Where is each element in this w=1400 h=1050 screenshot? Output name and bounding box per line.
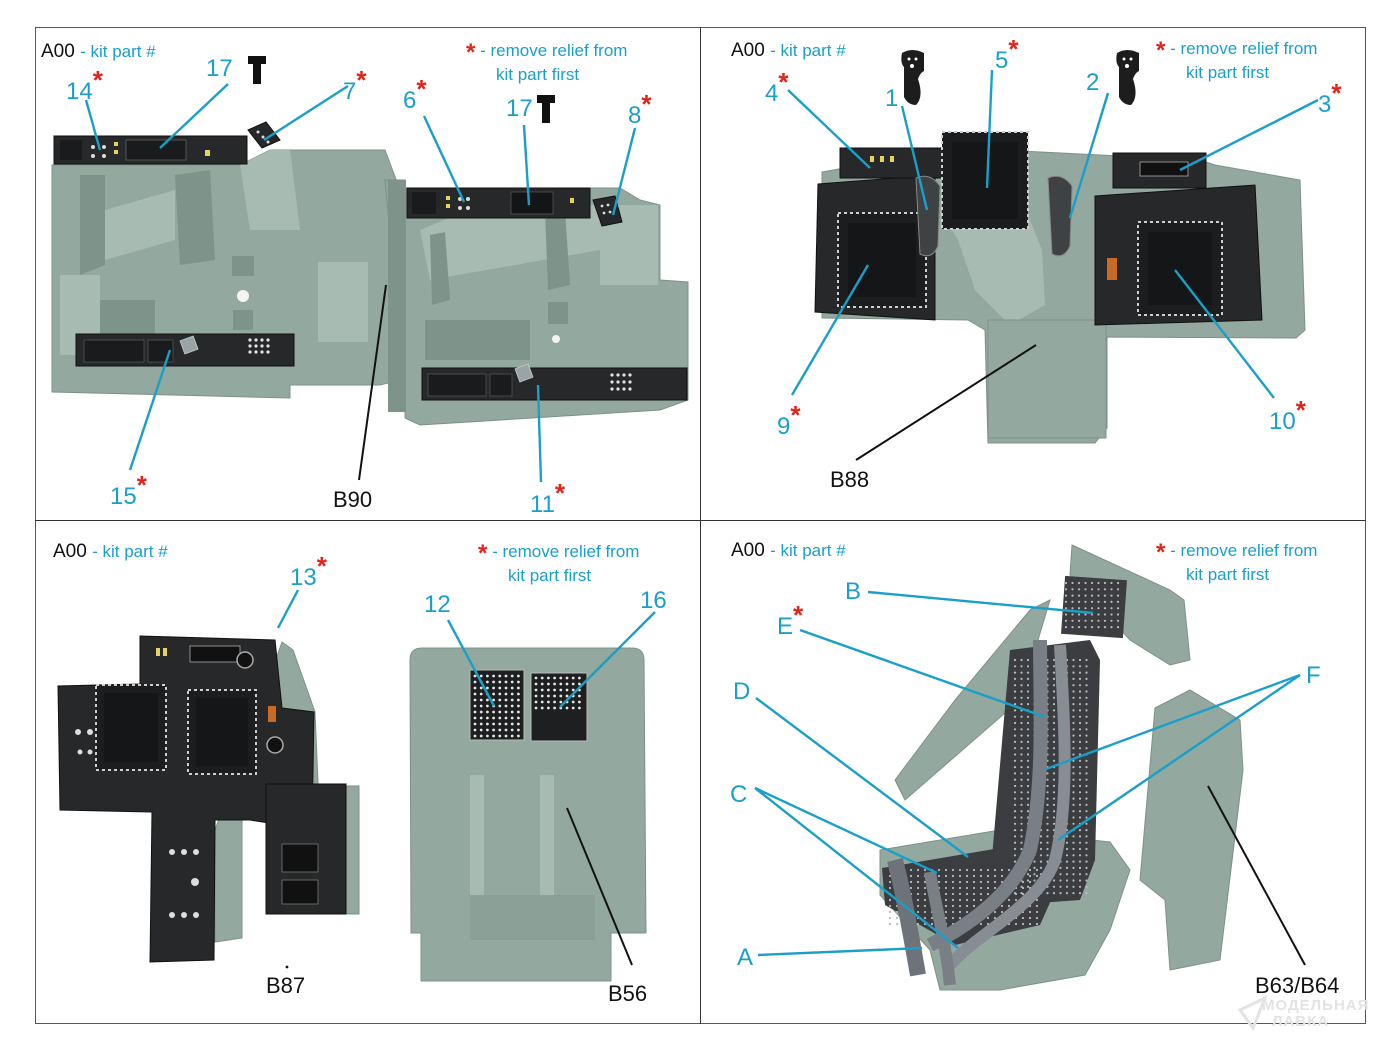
legend-kit-text: - kit part # [80, 42, 156, 61]
legend-relief-line2: kit part first [496, 65, 580, 84]
legend-relief-line1: - remove relief from [492, 542, 640, 561]
callout-5: 5* [995, 34, 1019, 74]
legend-relief-note: * - remove relief from kit part first [478, 541, 639, 587]
callout-17: 17 [506, 95, 533, 122]
star-icon: * [1156, 539, 1166, 566]
part-label-b90: B90 [333, 487, 373, 512]
callout-16: 16 [640, 587, 667, 614]
star-icon: * [641, 89, 652, 119]
watermark-line1: МОДЕЛЬНАЯ [1262, 997, 1370, 1014]
watermark-line2: ЛАВКА [1272, 1013, 1330, 1030]
callout-13: 13* [290, 551, 327, 591]
callout-c: C [730, 781, 748, 808]
legend-kit-text: - kit part # [770, 41, 846, 60]
legend-relief-note: * - remove relief from kit part first [1156, 38, 1317, 84]
star-icon: * [778, 67, 789, 97]
star-icon: * [1331, 78, 1342, 108]
part-label-b87: B87 [266, 973, 306, 998]
star-icon: * [466, 39, 476, 66]
legend-kit-part: A00 - kit part # [731, 41, 846, 60]
legend-relief-line1: - remove relief from [1170, 541, 1318, 560]
callout-6: 6* [403, 74, 427, 114]
star-icon: * [1295, 395, 1306, 425]
callout-1: 1 [885, 85, 899, 112]
callout-10: 10* [1269, 395, 1306, 435]
horizontal-divider [35, 520, 1366, 521]
callout-9: 9* [777, 400, 801, 440]
legend-kit-prefix: A00 [41, 41, 75, 62]
part-label-b63-b64: B63/B64 [1255, 973, 1340, 998]
callout-17: 17 [206, 55, 233, 82]
legend-relief-line2: kit part first [1186, 63, 1270, 82]
watermark-text: МОДЕЛЬНАЯ ЛАВКА [1262, 998, 1369, 1030]
callout-4: 4* [765, 67, 789, 107]
legend-kit-prefix: A00 [731, 40, 765, 61]
callout-b: B [845, 578, 862, 605]
legend-relief-note: * - remove relief from kit part first [1156, 540, 1317, 586]
legend-relief-line2: kit part first [1186, 565, 1270, 584]
part-label-b88: B88 [830, 467, 870, 492]
legend-relief-line2: kit part first [508, 566, 592, 585]
legend-kit-text: - kit part # [92, 542, 168, 561]
callout-a: A [737, 944, 754, 971]
legend-kit-part: A00 - kit part # [41, 42, 156, 61]
star-icon: * [478, 540, 488, 567]
star-icon: * [136, 470, 147, 500]
star-icon: * [554, 478, 566, 508]
callout-2: 2 [1086, 69, 1100, 96]
star-icon: * [92, 65, 103, 95]
callout-d: D [733, 678, 751, 705]
callout-15: 15* [110, 470, 147, 510]
callout-12: 12 [424, 591, 451, 618]
callout-f: F [1306, 662, 1321, 689]
legend-kit-prefix: A00 [731, 540, 765, 561]
callout-7: 7* [343, 65, 367, 105]
star-icon: * [416, 74, 427, 104]
star-icon: * [1156, 37, 1166, 64]
star-icon: * [316, 551, 327, 581]
legend-kit-prefix: A00 [53, 541, 87, 562]
legend-kit-text: - kit part # [770, 541, 846, 560]
part-label-b56: B56 [608, 981, 648, 1006]
legend-relief-line1: - remove relief from [1170, 39, 1318, 58]
legend-relief-line1: - remove relief from [480, 41, 628, 60]
callout-14: 14* [66, 65, 103, 105]
legend-kit-part: A00 - kit part # [53, 542, 168, 561]
vertical-divider [700, 27, 701, 1024]
star-icon: * [356, 65, 367, 95]
callout-e: E* [777, 600, 804, 640]
legend-relief-note: * - remove relief from kit part first [466, 40, 627, 86]
callout-11: 11* [530, 478, 566, 518]
callout-8: 8* [628, 89, 652, 129]
star-icon: * [790, 400, 801, 430]
star-icon: * [1008, 34, 1019, 64]
legend-kit-part: A00 - kit part # [731, 541, 846, 560]
star-icon: * [793, 600, 804, 630]
callout-3: 3* [1318, 78, 1342, 118]
